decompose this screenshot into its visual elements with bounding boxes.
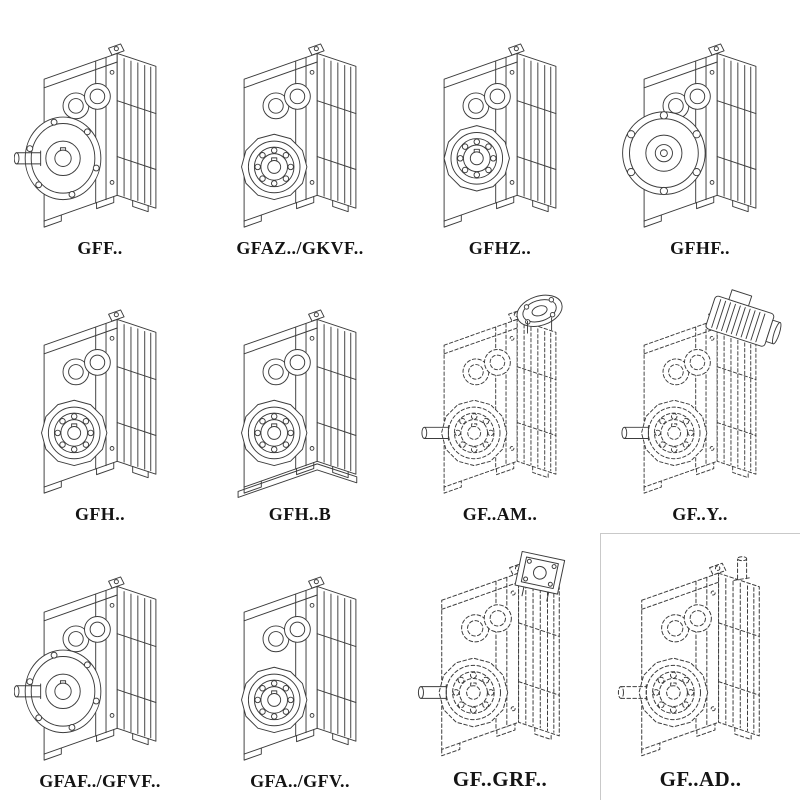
unit-cell: GFF.. bbox=[0, 0, 200, 267]
unit-label: GF..AM.. bbox=[462, 504, 538, 525]
unit-cell: GFHF.. bbox=[600, 0, 800, 267]
gearbox-drawing-flange-shaft bbox=[14, 43, 157, 228]
unit-label: GF..Y.. bbox=[672, 504, 728, 525]
gearbox-drawing-front-flange bbox=[622, 43, 757, 228]
unit-label: GFA../GFV.. bbox=[250, 770, 350, 791]
unit-label: GFH.. bbox=[75, 504, 125, 525]
unit-label: GFF.. bbox=[77, 237, 123, 258]
gearbox-drawing-hollow-shaft bbox=[41, 309, 157, 494]
unit-label: GFAF../GFVF.. bbox=[39, 770, 161, 791]
unit-label: GF..AD.. bbox=[659, 766, 742, 791]
unit-cell: GFH..B bbox=[200, 267, 400, 534]
gearbox-drawing-with-motor bbox=[621, 285, 786, 494]
unit-cell: GF..AD.. bbox=[600, 533, 800, 800]
unit-cell: GFH.. bbox=[0, 267, 200, 534]
unit-cell: GFAZ../GKVF.. bbox=[200, 0, 400, 267]
gearbox-drawing-input-shaft-adapter bbox=[617, 556, 760, 757]
unit-cell: GF..Y.. bbox=[600, 267, 800, 534]
gearbox-drawing-hollow-shaft-base bbox=[237, 309, 358, 499]
unit-label: GFHZ.. bbox=[468, 237, 532, 258]
unit-label: GF..GRF.. bbox=[452, 766, 548, 791]
gearbox-drawing-hollow-shaft bbox=[241, 576, 357, 761]
gearbox-drawing-shaft-adapter bbox=[417, 550, 565, 757]
unit-label: GFAZ../GKVF.. bbox=[236, 237, 364, 258]
gearbox-drawing-hollow-shaft bbox=[241, 43, 357, 228]
gearbox-drawing-hollow-shaft bbox=[443, 43, 557, 228]
gearbox-drawing-flange-shaft bbox=[14, 576, 157, 761]
unit-label: GFH..B bbox=[268, 504, 332, 525]
unit-cell: GFAF../GFVF.. bbox=[0, 533, 200, 800]
gearbox-drawing-input-flange-adapter bbox=[421, 289, 567, 494]
unit-cell: GF..GRF.. bbox=[400, 533, 600, 800]
unit-cell: GFHZ.. bbox=[400, 0, 600, 267]
unit-cell: GF..AM.. bbox=[400, 267, 600, 534]
unit-label: GFHF.. bbox=[670, 237, 730, 258]
unit-cell: GFA../GFV.. bbox=[200, 533, 400, 800]
